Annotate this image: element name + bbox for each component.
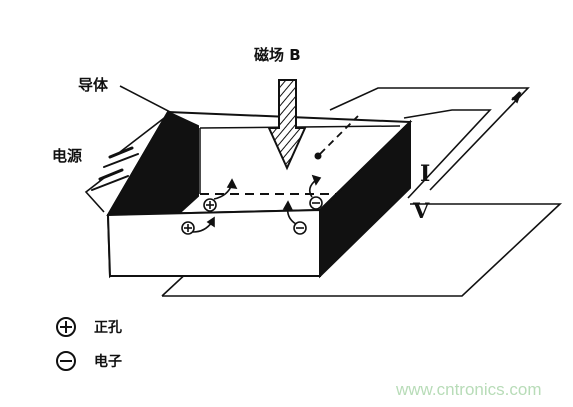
power-source-label: 电源 bbox=[52, 147, 82, 165]
magnetic-field-arrow bbox=[267, 79, 307, 171]
conductor-label: 导体 bbox=[78, 76, 109, 94]
current-label: I bbox=[420, 161, 430, 187]
legend: 正孔 电子 bbox=[56, 317, 122, 371]
legend-hole-label: 正孔 bbox=[94, 320, 122, 336]
circuit-dash-link bbox=[319, 115, 359, 155]
magnetic-field-label: 磁场 B bbox=[254, 46, 301, 64]
legend-electron-label: 电子 bbox=[94, 353, 122, 370]
legend-electron: 电子 bbox=[56, 351, 122, 371]
battery-symbol bbox=[91, 146, 139, 191]
block-front-face bbox=[106, 208, 321, 277]
charge-carriers bbox=[181, 174, 323, 235]
conductor-block bbox=[106, 110, 413, 279]
legend-hole: 正孔 bbox=[56, 317, 122, 337]
current-circuit bbox=[161, 87, 563, 297]
watermark: www.cntronics.com bbox=[395, 380, 541, 399]
voltage-label: V bbox=[412, 198, 430, 223]
